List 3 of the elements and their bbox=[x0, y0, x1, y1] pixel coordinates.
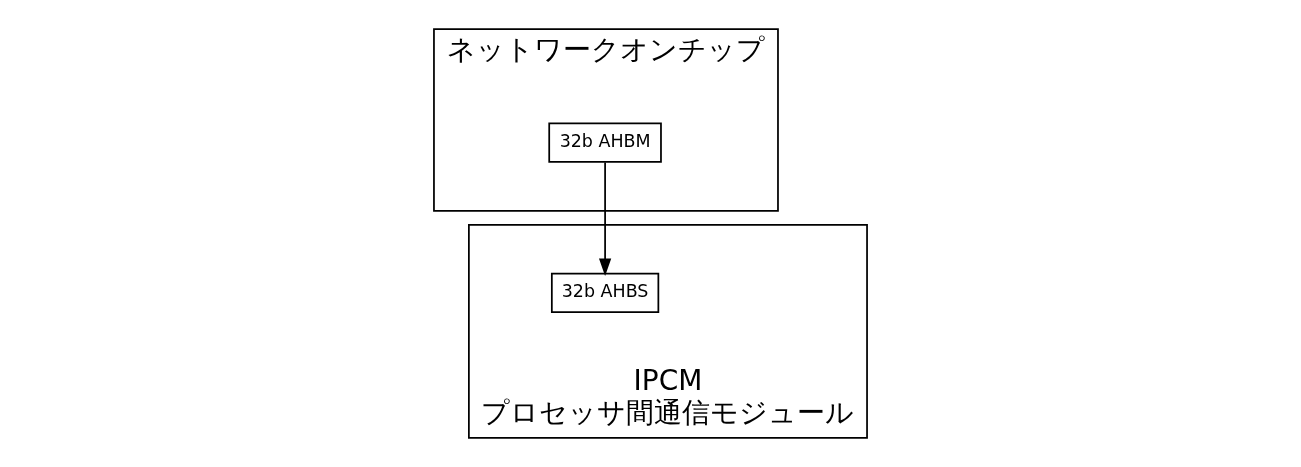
node-box: 32b AHBS bbox=[550, 272, 660, 313]
arrow bbox=[598, 161, 612, 277]
node-box: 32b AHBM bbox=[548, 122, 662, 163]
